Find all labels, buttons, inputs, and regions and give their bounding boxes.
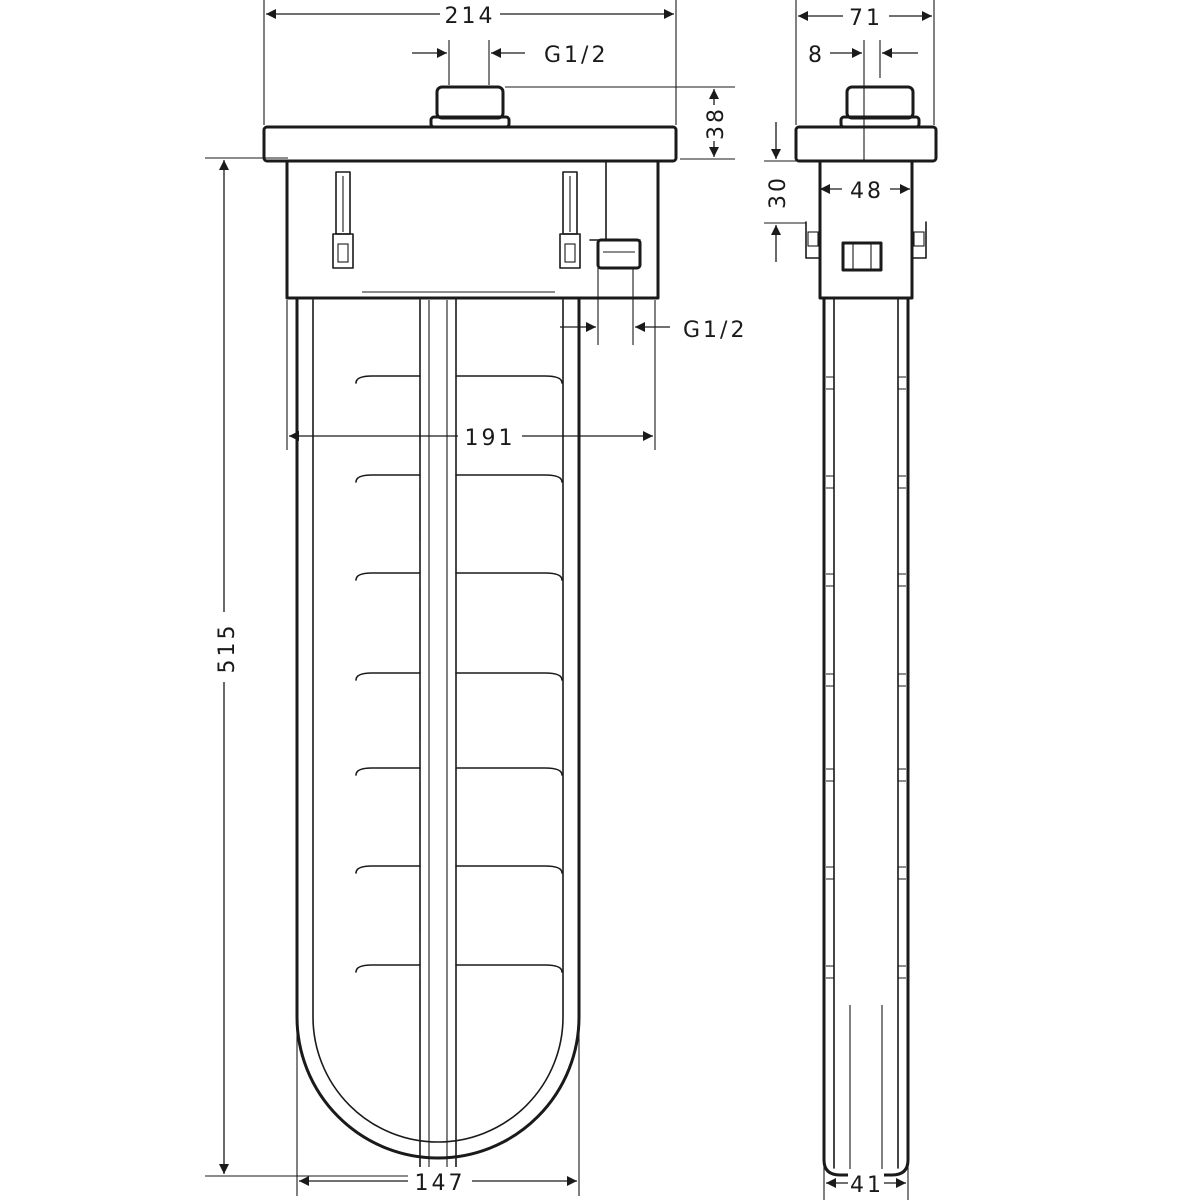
front-rib-right: [455, 375, 563, 384]
side-cover-plate: [794, 125, 938, 163]
dim-label-214: 214: [445, 4, 496, 29]
front-rib-left: [355, 375, 421, 384]
front-rib-right: [455, 767, 563, 776]
dim-side-thread: G1/2: [560, 268, 747, 345]
front-top-inlet: [429, 85, 511, 129]
front-basket: [295, 298, 581, 1174]
dim-side-basket: 41: [823, 1160, 909, 1200]
front-rib-left: [355, 964, 421, 973]
front-rib-right: [455, 672, 563, 681]
dim-label-147: 147: [415, 1171, 466, 1196]
side-rib-right: [897, 573, 906, 587]
side-rib-left: [826, 376, 835, 390]
dim-top-thread: G1/2: [412, 40, 608, 85]
side-ribs: [826, 376, 906, 979]
front-rib-left: [355, 474, 421, 483]
front-rib-right: [455, 964, 563, 973]
side-top-inlet: [839, 85, 921, 129]
dim-label-8: 8: [808, 43, 825, 68]
side-rib-right: [897, 475, 906, 489]
front-rib-right: [455, 865, 563, 874]
side-rib-right: [897, 376, 906, 390]
front-left-clip: [332, 171, 354, 269]
side-rib-left: [826, 866, 835, 880]
side-rib-right: [897, 768, 906, 782]
dim-label-41: 41: [850, 1173, 884, 1198]
dim-overall-height: 515: [205, 157, 418, 1177]
front-rib-left: [355, 865, 421, 874]
side-rib-left: [826, 673, 835, 687]
side-rib-right: [897, 965, 906, 979]
dim-label-38: 38: [704, 106, 729, 140]
front-rib-left: [355, 572, 421, 581]
side-rib-left: [826, 768, 835, 782]
side-rib-left: [826, 573, 835, 587]
dim-housing-width: 191: [286, 300, 656, 451]
front-rib-right: [455, 474, 563, 483]
front-right-clip: [559, 171, 581, 269]
side-rib-left: [826, 965, 835, 979]
dim-label-515: 515: [215, 623, 240, 674]
side-rib-right: [897, 866, 906, 880]
dim-label-side-thread: G1/2: [683, 318, 747, 343]
front-side-outlet: [596, 238, 642, 270]
front-rib-left: [355, 767, 421, 776]
side-rib-left: [826, 475, 835, 489]
dim-label-top-thread: G1/2: [544, 43, 608, 68]
dim-inlet-height: 38: [505, 86, 735, 160]
dim-label-71: 71: [849, 6, 883, 31]
dim-side-body: 48: [820, 176, 910, 204]
front-rib-left: [355, 672, 421, 681]
front-view: [262, 85, 678, 1174]
dim-side-flange: 30: [762, 122, 806, 262]
front-rib-right: [455, 572, 563, 581]
side-view: [794, 85, 938, 1177]
dim-basket-width: 147: [296, 1020, 580, 1196]
dim-label-191: 191: [465, 426, 516, 451]
side-rib-right: [897, 673, 906, 687]
side-basket: [822, 296, 910, 1177]
dim-label-30: 30: [766, 175, 791, 209]
dim-label-48: 48: [850, 179, 884, 204]
side-housing: [805, 159, 927, 300]
dim-side-depth: 71: [795, 0, 935, 125]
front-ribs: [355, 375, 563, 1032]
dim-overall-width: 214: [263, 0, 677, 125]
dim-side-offset: 8: [808, 40, 918, 160]
front-cover-plate: [262, 125, 678, 163]
